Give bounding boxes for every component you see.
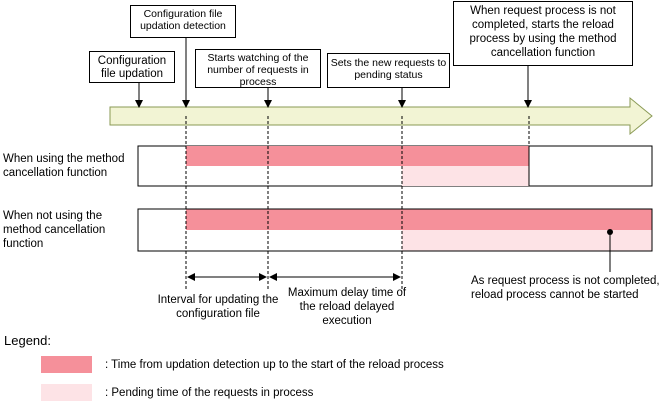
row-label-not-using: When not using the method cancellation f… — [3, 210, 106, 250]
row-not-using-pending-bar — [402, 230, 652, 251]
legend-item-pending: : Pending time of the requests in proces… — [105, 387, 314, 399]
callout-set-pending: Sets the new requests to pending status — [327, 53, 450, 88]
callout-file-update: Configuration file updation — [89, 51, 175, 83]
row-label-using: When using the method cancellation funct… — [3, 153, 125, 179]
timeline-arrow — [109, 96, 653, 136]
row-using-reload-bar — [186, 146, 529, 166]
callout-start-watching: Starts watching of the number of request… — [195, 49, 321, 88]
callout-detection: Configuration file updation detection — [130, 5, 236, 38]
note-reload-cannot-start: As request process is not completed, rel… — [471, 275, 660, 301]
legend-title: Legend: — [4, 333, 51, 348]
legend-swatch-reload — [41, 356, 92, 373]
row-using-pending-bar — [402, 166, 529, 186]
legend-swatch-pending — [41, 384, 92, 401]
callout-cancel-reload: When request process is not completed, s… — [453, 1, 633, 66]
row-not-using-reload-bar — [186, 209, 652, 230]
interval-delay-label: Maximum delay time of the reload delayed… — [287, 287, 407, 327]
interval-update-label: Interval for updating the configuration … — [157, 294, 279, 320]
legend-item-reload: : Time from updation detection up to the… — [105, 359, 444, 371]
